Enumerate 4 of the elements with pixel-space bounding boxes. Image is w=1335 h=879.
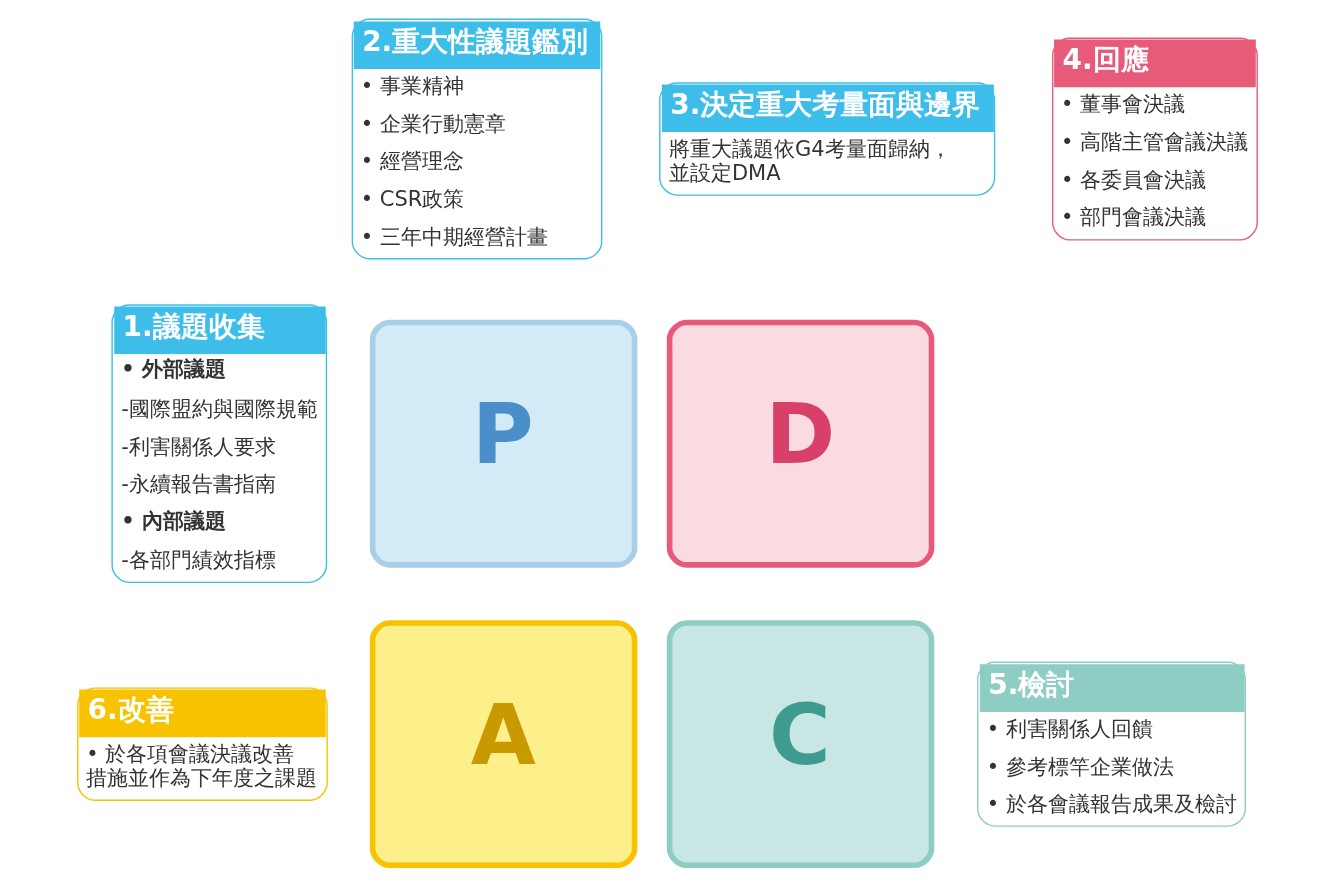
node-box: A (369, 620, 638, 869)
node-box: C (666, 620, 935, 869)
node-box: D (666, 319, 935, 568)
node-box: P (369, 319, 638, 568)
